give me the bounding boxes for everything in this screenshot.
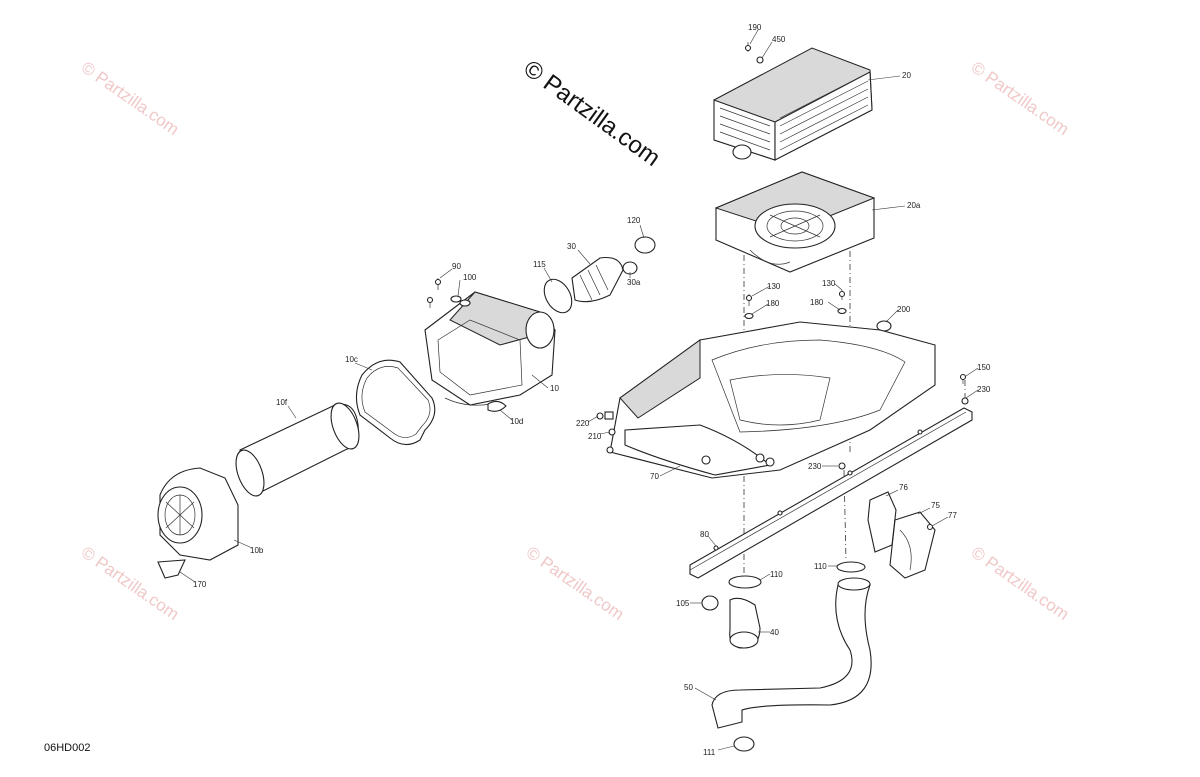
hose-40-assembly <box>701 561 866 649</box>
callout-180-left: 180 <box>766 299 780 308</box>
callout-labels: 190 450 20 20a 120 30 30a 115 90 100 10c… <box>193 23 991 757</box>
rail-part-80 <box>689 407 973 579</box>
intake-boot-part-30 <box>543 236 656 314</box>
callout-115: 115 <box>533 260 546 269</box>
clip-part-10d <box>487 400 507 412</box>
callout-90: 90 <box>452 262 461 271</box>
callout-111: 111 <box>703 748 716 757</box>
callout-77: 77 <box>948 511 957 520</box>
diagram-code: 06HD002 <box>44 742 90 754</box>
fasteners-220-210 <box>596 411 616 436</box>
callout-130-left: 130 <box>767 282 781 291</box>
callout-30a: 30a <box>627 278 641 287</box>
callout-120: 120 <box>627 216 641 225</box>
callout-10b: 10b <box>250 546 264 555</box>
callout-180-right: 180 <box>810 298 824 307</box>
callout-105: 105 <box>676 599 690 608</box>
brackets-75-76-77 <box>867 491 936 579</box>
callout-110-right: 110 <box>814 562 827 571</box>
callout-50: 50 <box>684 683 693 692</box>
callout-230-top: 230 <box>977 385 991 394</box>
fasteners-90-100 <box>426 278 471 308</box>
callout-40: 40 <box>770 628 779 637</box>
callout-150: 150 <box>977 363 991 372</box>
callout-20a: 20a <box>907 201 921 210</box>
gasket-part-10c <box>355 359 436 446</box>
watermark-mid-center: © Partzilla.com <box>523 543 628 624</box>
tray-part-70 <box>606 321 936 479</box>
callout-76: 76 <box>899 483 908 492</box>
callout-450: 450 <box>772 35 786 44</box>
callout-10c: 10c <box>345 355 358 364</box>
callout-70: 70 <box>650 472 659 481</box>
callout-80: 80 <box>700 530 709 539</box>
airbox-part-10 <box>424 291 556 406</box>
filter-part-10f <box>235 402 360 497</box>
callout-20: 20 <box>902 71 911 80</box>
callout-130-right: 130 <box>822 279 836 288</box>
callout-75: 75 <box>931 501 940 510</box>
callout-170: 170 <box>193 580 207 589</box>
watermark-mid-left: © Partzilla.com <box>78 543 183 624</box>
callout-10f: 10f <box>276 398 288 407</box>
callout-200: 200 <box>897 305 911 314</box>
cover-part-10b <box>157 467 239 579</box>
callout-10: 10 <box>550 384 559 393</box>
fan-shroud-part-20a <box>714 171 876 273</box>
watermark-main: © Partzilla.com <box>518 55 665 172</box>
callout-30: 30 <box>567 242 576 251</box>
callout-10d: 10d <box>510 417 523 426</box>
leader-lines <box>179 29 979 751</box>
watermark-top-right: © Partzilla.com <box>968 58 1073 139</box>
hose-50-assembly <box>711 577 872 752</box>
callout-220: 220 <box>576 419 590 428</box>
callout-100: 100 <box>463 273 477 282</box>
callout-110-left: 110 <box>770 570 783 579</box>
watermark-top-left: © Partzilla.com <box>78 58 183 139</box>
callout-230-bottom: 230 <box>808 462 822 471</box>
callout-210: 210 <box>588 432 602 441</box>
fasteners-150-230 <box>838 373 969 470</box>
intercooler-part-20 <box>713 42 873 161</box>
callout-190: 190 <box>748 23 762 32</box>
fasteners-130-180 <box>744 290 892 332</box>
watermark-mid-right: © Partzilla.com <box>968 543 1073 624</box>
